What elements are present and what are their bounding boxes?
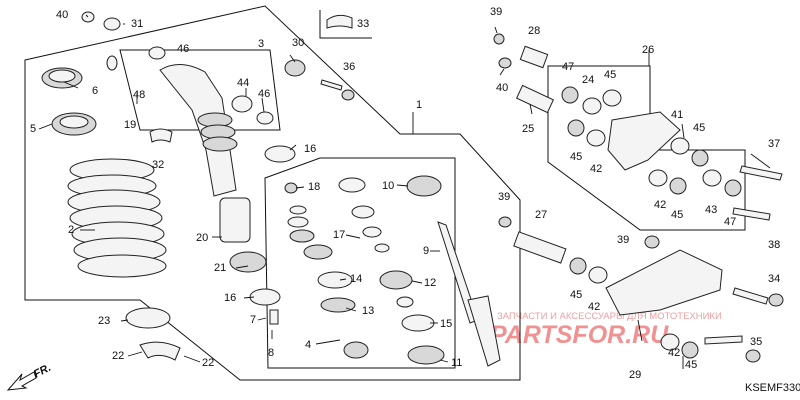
callout-label-c45b: 45 (693, 122, 705, 134)
callout-label-c30: 30 (292, 37, 304, 49)
callout-label-c22b: 22 (202, 357, 214, 369)
callout-label-c42c: 42 (588, 301, 600, 313)
shock-body (81, 11, 306, 197)
callout-label-c44: 44 (237, 77, 249, 89)
callout-label-c47a: 47 (562, 61, 574, 73)
callout-label-c21: 21 (214, 262, 226, 274)
callout-label-c20: 20 (196, 232, 208, 244)
callout-label-c13: 13 (362, 305, 374, 317)
callout-label-c34: 34 (768, 273, 780, 285)
callout-label-c46b: 46 (258, 88, 270, 100)
callout-label-c45a: 45 (604, 69, 616, 81)
linkage-parts (320, 33, 784, 363)
callout-label-c41: 41 (671, 109, 683, 121)
callout-label-c29: 29 (629, 369, 641, 381)
callout-label-c40b: 40 (496, 82, 508, 94)
callout-label-c16a: 16 (304, 143, 316, 155)
callout-label-c4: 4 (305, 339, 311, 351)
callout-label-c14: 14 (350, 273, 362, 285)
callout-label-c3: 3 (258, 38, 264, 50)
box-33-frame (319, 10, 372, 39)
callout-label-c16b: 16 (224, 292, 236, 304)
callout-label-c39b: 39 (498, 191, 510, 203)
box-33-part (326, 14, 353, 29)
callout-label-c45f: 45 (685, 359, 697, 371)
callout-label-c39a: 39 (490, 6, 502, 18)
callout-label-c31: 31 (131, 18, 143, 30)
shock-assembly-frame (24, 5, 521, 381)
callout-label-c38: 38 (768, 239, 780, 251)
callout-label-c43: 43 (705, 204, 717, 216)
callout-label-c28: 28 (528, 25, 540, 37)
callout-label-c23: 23 (98, 315, 110, 327)
lock-rings (41, 67, 97, 136)
callout-label-c42a: 42 (590, 163, 602, 175)
callout-label-c18: 18 (308, 181, 320, 193)
callout-label-c40a: 40 (56, 9, 68, 21)
diagram-code: KSEMF3300 (745, 382, 800, 394)
leader-lines (38, 14, 771, 369)
callout-label-c9: 9 (423, 245, 429, 257)
front-label: FR. (32, 362, 53, 381)
watermark-site: PARTSFOR.RU (490, 321, 669, 349)
callout-label-c7: 7 (250, 314, 256, 326)
callout-label-c10: 10 (382, 180, 394, 192)
linkage-arm-frame (547, 65, 746, 231)
callout-label-c17: 17 (333, 229, 345, 241)
callout-label-c26: 26 (642, 44, 654, 56)
callout-label-c42d: 42 (668, 347, 680, 359)
callout-label-c12: 12 (424, 277, 436, 289)
callout-label-c45e: 45 (570, 289, 582, 301)
callout-label-c24: 24 (582, 74, 594, 86)
damper-parts (125, 145, 501, 367)
callout-label-c5: 5 (30, 123, 36, 135)
callout-label-c19: 19 (124, 119, 136, 131)
callout-label-c1: 1 (416, 99, 422, 111)
callout-label-c33: 33 (357, 18, 369, 30)
front-arrow-icon (6, 371, 37, 391)
callout-label-c15: 15 (440, 318, 452, 330)
shock-spring (67, 158, 167, 278)
watermark-tagline: ЗАПЧАСТИ И АКСЕССУАРЫ ДЛЯ МОТОТЕХНИКИ (497, 311, 722, 322)
callout-label-c37: 37 (768, 138, 780, 150)
callout-label-c48: 48 (133, 89, 145, 101)
callout-label-c22a: 22 (112, 350, 124, 362)
callout-label-c35: 35 (750, 336, 762, 348)
callout-label-c45d: 45 (671, 209, 683, 221)
callout-label-c11: 11 (451, 357, 462, 369)
callout-label-c25: 25 (522, 123, 534, 135)
callout-label-c46a: 46 (177, 43, 189, 55)
callout-label-c6: 6 (92, 85, 98, 97)
callout-label-c47b: 47 (724, 216, 736, 228)
callout-label-c8: 8 (268, 347, 274, 359)
callout-label-c45c: 45 (570, 151, 582, 163)
callout-label-c27: 27 (535, 209, 547, 221)
callout-label-c36: 36 (343, 61, 355, 73)
callout-label-c39c: 39 (617, 234, 629, 246)
callout-label-c32: 32 (152, 159, 164, 171)
callout-label-c42b: 42 (654, 199, 666, 211)
front-arrow: FR. (6, 362, 53, 391)
part-32 (149, 128, 173, 143)
callout-label-c2: 2 (68, 224, 74, 236)
reservoir-frame (119, 49, 281, 131)
